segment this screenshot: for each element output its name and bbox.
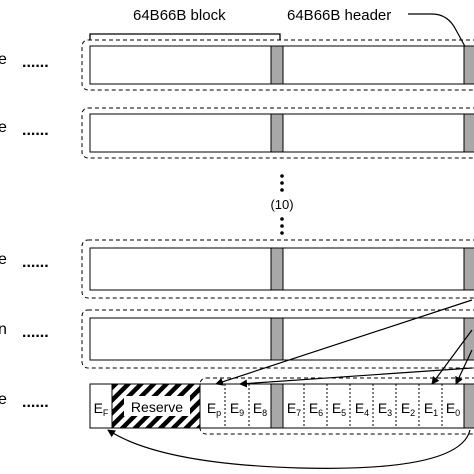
- header-leader-line: [408, 13, 469, 53]
- arrow-curved-to-ef: [107, 429, 471, 469]
- row-ellipsis: ......: [22, 54, 49, 71]
- field-e0: E0: [446, 400, 460, 418]
- header-bar: [463, 383, 474, 429]
- row-ellipsis: ......: [22, 324, 49, 341]
- arrow-to-e1: [431, 329, 473, 385]
- row-ellipsis: ......: [22, 254, 49, 271]
- block-brace: [89, 33, 281, 40]
- row-ellipsis: ......: [22, 394, 49, 411]
- field-e4: E4: [355, 400, 369, 418]
- frame-row-3: e ......: [0, 239, 474, 299]
- row-ellipsis: ......: [22, 122, 49, 139]
- header-arrows: [107, 299, 473, 469]
- dashed-container: [81, 309, 474, 369]
- field-ep: Ep: [207, 400, 221, 418]
- field-e1: E1: [424, 400, 438, 418]
- header-label: 64B66B header: [287, 7, 391, 24]
- field-e8: E8: [253, 400, 267, 418]
- header-bar: [270, 113, 284, 153]
- frame-row-4: n ......: [0, 309, 474, 369]
- field-e2: E2: [401, 400, 415, 418]
- field-e6: E6: [309, 400, 323, 418]
- header-bar: [270, 45, 284, 85]
- dashed-container: [81, 239, 474, 299]
- arrow-to-e0: [455, 349, 473, 385]
- arrow-to-e9: [239, 367, 473, 388]
- header-bar: [463, 113, 474, 153]
- reserve-label-bg: [124, 396, 190, 416]
- field-dividers: [111, 384, 443, 428]
- header-bar: [463, 247, 474, 291]
- field-ef: EF: [94, 400, 109, 418]
- row-edge-char: e: [0, 51, 7, 68]
- field-e3: E3: [378, 400, 392, 418]
- frame-row-1: e ......: [0, 39, 474, 91]
- header-bar: [463, 317, 474, 361]
- dashed-container: [81, 107, 474, 159]
- field-e9: E9: [230, 400, 244, 418]
- reserve-label: Reserve: [131, 399, 183, 415]
- field-e5: E5: [332, 400, 346, 418]
- repeat-count: (10): [270, 197, 293, 212]
- frame-row-2: e ......: [0, 107, 474, 159]
- row-edge-char: e: [0, 251, 7, 268]
- header-bar: [270, 317, 284, 361]
- arrow-to-ep: [215, 299, 473, 386]
- row-edge-char: e: [0, 119, 7, 136]
- header-bar: [270, 247, 284, 291]
- dashed-container: [81, 39, 474, 91]
- header-bar: [463, 45, 474, 85]
- field-e7: E7: [287, 400, 301, 418]
- repeat-dots-upper: [280, 174, 284, 192]
- header-bar: [270, 383, 284, 429]
- repeat-dots-lower: [280, 217, 284, 235]
- row-edge-char: n: [0, 321, 7, 338]
- block-label: 64B66B block: [133, 7, 226, 24]
- frame-row-5: e ...... Reserve EF Ep E9 E8 E7 E6 E5: [0, 377, 474, 435]
- row-edge-char: e: [0, 391, 7, 408]
